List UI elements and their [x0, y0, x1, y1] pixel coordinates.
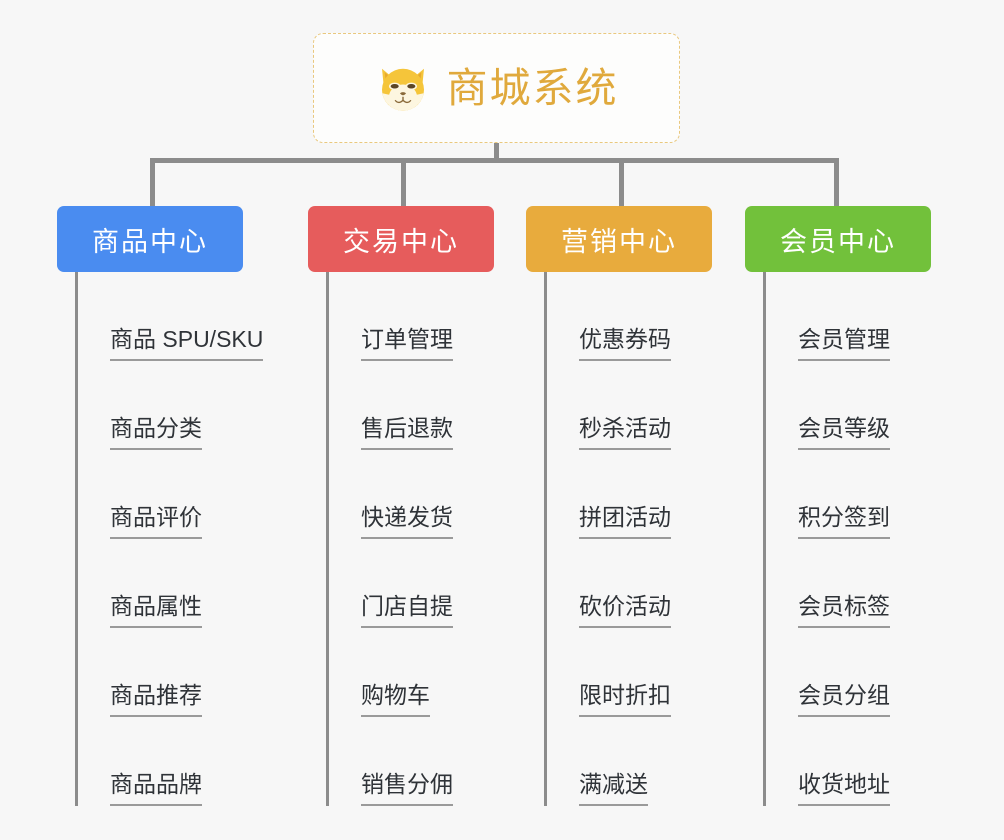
list-item[interactable]: 收货地址	[766, 717, 931, 806]
shiba-dog-icon	[381, 68, 424, 111]
leaf-list-2: 订单管理 售后退款 快递发货 门店自提 购物车 销售分佣	[326, 272, 494, 806]
list-item[interactable]: 门店自提	[329, 539, 494, 628]
connector-drop-3	[619, 158, 624, 206]
leaf-label: 商品推荐	[110, 682, 202, 717]
leaf-label: 门店自提	[361, 593, 453, 628]
category-header-4[interactable]: 会员中心	[745, 206, 931, 272]
connector-drop-2	[401, 158, 406, 206]
list-item[interactable]: 会员管理	[766, 272, 931, 361]
list-item[interactable]: 商品评价	[78, 450, 243, 539]
list-item[interactable]: 商品品牌	[78, 717, 243, 806]
list-item[interactable]: 快递发货	[329, 450, 494, 539]
category-header-1[interactable]: 商品中心	[57, 206, 243, 272]
leaf-label: 会员分组	[798, 682, 890, 717]
leaf-label: 会员等级	[798, 415, 890, 450]
category-column-3: 营销中心 优惠券码 秒杀活动 拼团活动 砍价活动 限时折扣 满减送	[526, 206, 712, 806]
list-item[interactable]: 会员标签	[766, 539, 931, 628]
leaf-label: 拼团活动	[579, 504, 671, 539]
leaf-label: 积分签到	[798, 504, 890, 539]
leaf-label: 商品属性	[110, 593, 202, 628]
page-title: 商城系统	[446, 64, 619, 111]
leaf-label: 快递发货	[361, 504, 453, 539]
leaf-label: 商品分类	[110, 415, 202, 450]
list-item[interactable]: 秒杀活动	[547, 361, 712, 450]
root-node[interactable]: 商城系统	[313, 33, 680, 143]
leaf-label: 商品评价	[110, 504, 202, 539]
list-item[interactable]: 积分签到	[766, 450, 931, 539]
category-header-3[interactable]: 营销中心	[526, 206, 712, 272]
category-header-2[interactable]: 交易中心	[308, 206, 494, 272]
category-column-4: 会员中心 会员管理 会员等级 积分签到 会员标签 会员分组 收货地址	[745, 206, 931, 806]
leaf-label: 限时折扣	[579, 682, 671, 717]
leaf-label: 销售分佣	[361, 771, 453, 806]
connector-drop-4	[834, 158, 839, 206]
leaf-label: 砍价活动	[579, 593, 671, 628]
list-item[interactable]: 商品 SPU/SKU	[78, 272, 264, 361]
leaf-list-1: 商品 SPU/SKU 商品分类 商品评价 商品属性 商品推荐 商品品牌	[75, 272, 264, 806]
connector-horizontal-bus	[150, 158, 839, 163]
list-item[interactable]: 商品分类	[78, 361, 243, 450]
list-item[interactable]: 优惠券码	[547, 272, 712, 361]
leaf-label: 商品品牌	[110, 771, 202, 806]
leaf-label: 收货地址	[798, 771, 890, 806]
list-item[interactable]: 满减送	[547, 717, 712, 806]
category-column-1: 商品中心 商品 SPU/SKU 商品分类 商品评价 商品属性 商品推荐 商品品牌	[57, 206, 264, 806]
list-item[interactable]: 限时折扣	[547, 628, 712, 717]
list-item[interactable]: 销售分佣	[329, 717, 494, 806]
leaf-label: 订单管理	[361, 326, 453, 361]
leaf-label: 售后退款	[361, 415, 453, 450]
list-item[interactable]: 会员分组	[766, 628, 931, 717]
list-item[interactable]: 购物车	[329, 628, 494, 717]
list-item[interactable]: 砍价活动	[547, 539, 712, 628]
list-item[interactable]: 会员等级	[766, 361, 931, 450]
leaf-list-4: 会员管理 会员等级 积分签到 会员标签 会员分组 收货地址	[763, 272, 931, 806]
list-item[interactable]: 订单管理	[329, 272, 494, 361]
connector-drop-1	[150, 158, 155, 206]
list-item[interactable]: 商品推荐	[78, 628, 243, 717]
connector-root-stem	[494, 143, 499, 160]
leaf-list-3: 优惠券码 秒杀活动 拼团活动 砍价活动 限时折扣 满减送	[544, 272, 712, 806]
leaf-label: 优惠券码	[579, 326, 671, 361]
leaf-label: 会员标签	[798, 593, 890, 628]
list-item[interactable]: 售后退款	[329, 361, 494, 450]
list-item[interactable]: 拼团活动	[547, 450, 712, 539]
list-item[interactable]: 商品属性	[78, 539, 243, 628]
category-column-2: 交易中心 订单管理 售后退款 快递发货 门店自提 购物车 销售分佣	[308, 206, 494, 806]
leaf-label: 购物车	[361, 682, 430, 717]
leaf-label: 会员管理	[798, 326, 890, 361]
leaf-label: 秒杀活动	[579, 415, 671, 450]
leaf-label: 商品 SPU/SKU	[110, 326, 264, 361]
leaf-label: 满减送	[579, 771, 648, 806]
